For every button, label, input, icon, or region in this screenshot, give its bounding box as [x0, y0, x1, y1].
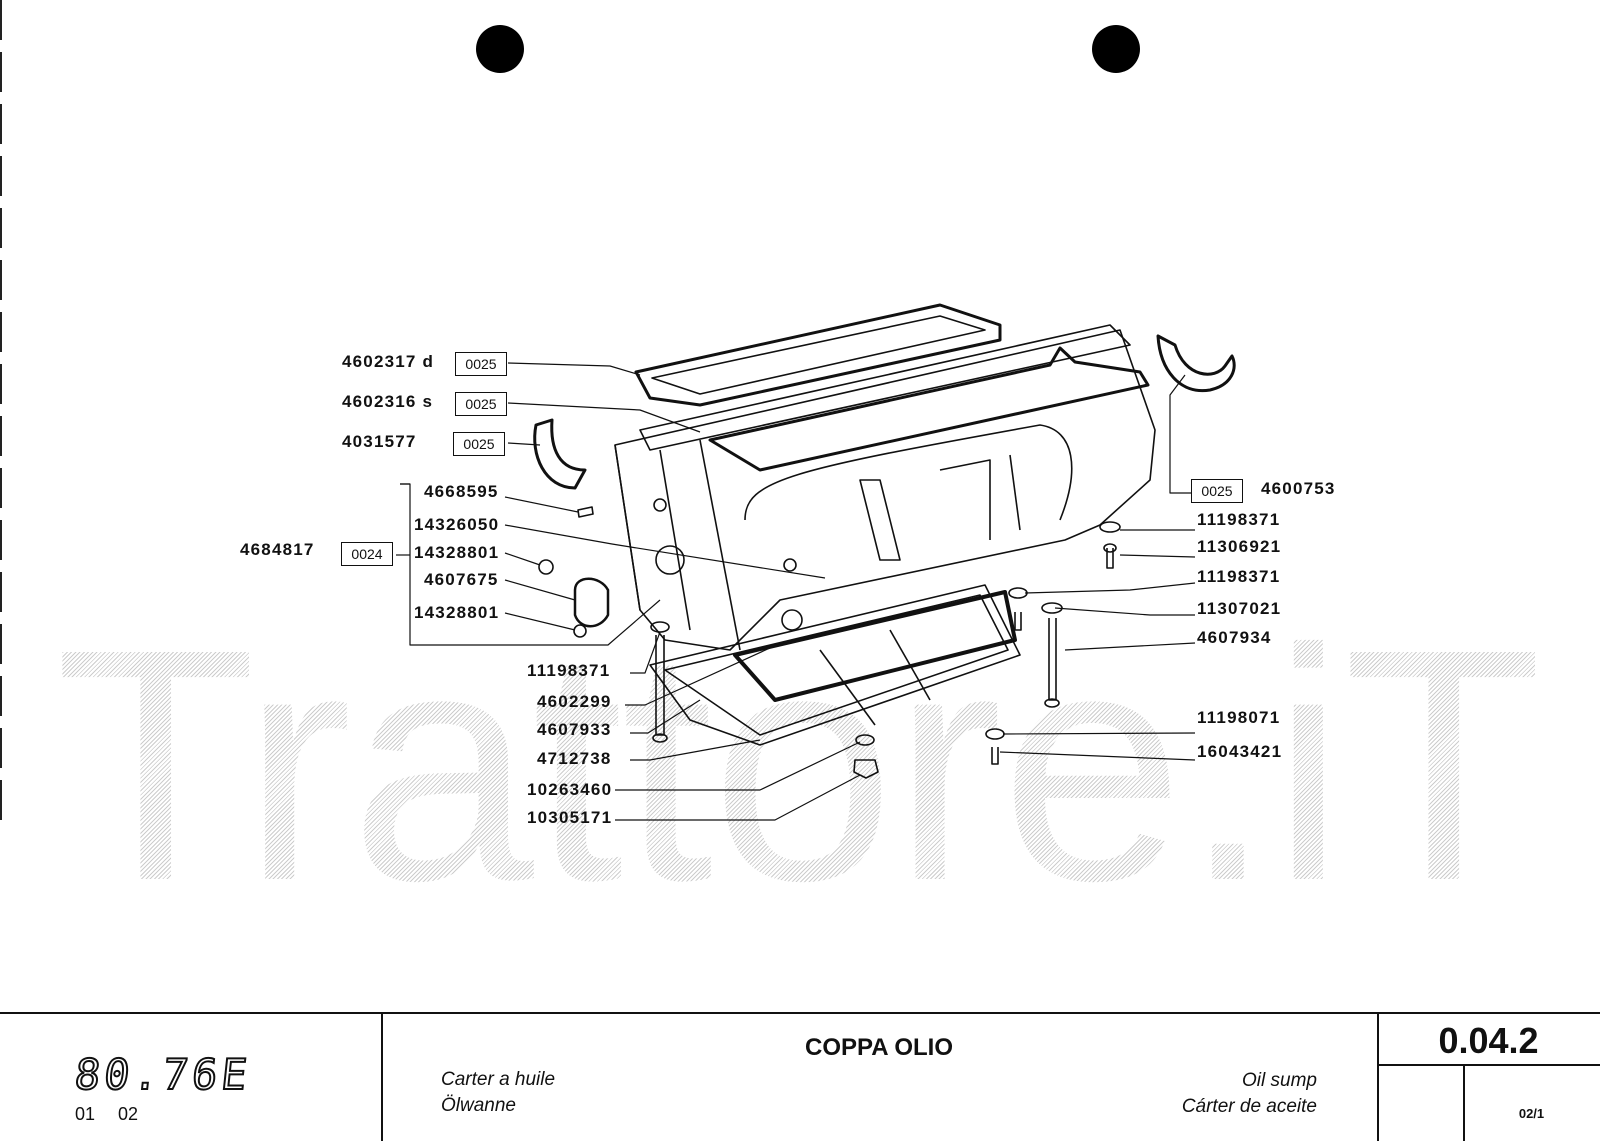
part-label-11198071: 11198071 [1197, 708, 1281, 727]
pin-shape [577, 506, 594, 518]
title-spanish: Cárter de aceite [1181, 1096, 1317, 1117]
group-box-0025-d: 0025 [1191, 479, 1243, 503]
part-label-11198371-a: 11198371 [1197, 510, 1281, 529]
reference-vertical-divider [1463, 1064, 1465, 1141]
part-label-4600753: 4600753 [1261, 479, 1336, 498]
model-codes: 01 02 [75, 1104, 156, 1125]
group-box-0025-a: 0025 [455, 352, 507, 376]
part-label-4602299: 4602299 [537, 692, 612, 711]
leader-lines [396, 362, 1196, 821]
crankcase-shape [614, 324, 1156, 651]
model-code: 01 [75, 1104, 96, 1124]
reference-number: 0.04.2 [1438, 1020, 1539, 1061]
group-box-0024: 0024 [341, 542, 393, 566]
part-label-11306921: 11306921 [1197, 537, 1282, 556]
part-label-4607934: 4607934 [1197, 628, 1272, 647]
part-label-11307021: 11307021 [1197, 599, 1282, 618]
model-code: 02 [118, 1104, 139, 1124]
seal-half-right-shape [1156, 334, 1236, 393]
title-german: Ölwanne [441, 1095, 516, 1116]
part-label-14328801-a: 14328801 [414, 543, 500, 562]
punch-hole-left [476, 25, 524, 73]
oil-pan-shape [649, 584, 1021, 746]
reference-cell: 0.04.2 02/1 [1377, 1014, 1600, 1141]
part-label-10305171: 10305171 [527, 808, 613, 827]
model-cell: 80.76E 01 02 [0, 1014, 383, 1141]
ring-seal-shape [573, 577, 610, 628]
title-french: Carter a huile [441, 1069, 556, 1090]
part-label-4712738: 4712738 [537, 749, 612, 768]
part-label-11198371-left: 11198371 [527, 661, 611, 680]
exploded-diagram [396, 303, 1236, 821]
part-label-11198371-b: 11198371 [1197, 567, 1281, 586]
part-label-4031577: 4031577 [342, 432, 417, 451]
binding-edge [0, 0, 2, 820]
watermark: Trattore.iT [55, 580, 1545, 949]
part-label-4607675: 4607675 [424, 570, 499, 589]
part-label-14328801-b: 14328801 [414, 603, 500, 622]
part-label-4602317: 4602317 d [342, 352, 435, 371]
seal-half-left-shape [533, 418, 587, 490]
part-label-16043421: 16043421 [1197, 742, 1283, 761]
title-cell: COPPA OLIO Carter a huile Ölwanne Oil su… [381, 1014, 1379, 1141]
part-label-10263460: 10263460 [527, 780, 613, 799]
page-number: 02/1 [1518, 1106, 1545, 1121]
part-label-4607933: 4607933 [537, 720, 612, 739]
part-label-4668595: 4668595 [424, 482, 499, 501]
part-label-14326050: 14326050 [414, 515, 500, 534]
part-label-4602316: 4602316 s [342, 392, 434, 411]
group-box-0025-b: 0025 [455, 392, 507, 416]
part-label-4684817: 4684817 [240, 540, 315, 559]
plug-2-shape [573, 624, 587, 638]
reference-divider [1377, 1064, 1600, 1066]
title-block: 80.76E 01 02 COPPA OLIO Carter a huile Ö… [0, 1012, 1600, 1141]
title-english: Oil sump [1242, 1070, 1317, 1091]
plug-shape [538, 559, 554, 575]
punch-hole-right [1092, 25, 1140, 73]
model-logo: 80.76E [71, 1049, 254, 1100]
group-box-0025-c: 0025 [453, 432, 505, 456]
page-title: COPPA OLIO [804, 1034, 953, 1061]
upper-gasket-shape [634, 303, 1002, 407]
